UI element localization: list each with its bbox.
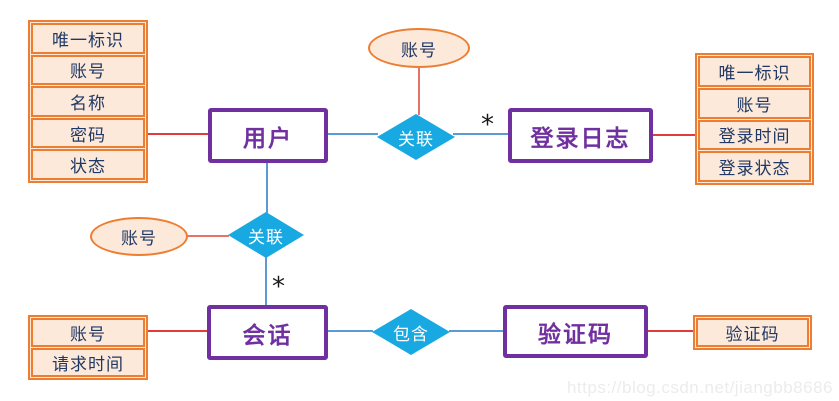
login-log-entity: 登录日志 bbox=[508, 108, 653, 163]
attribute-row: 唯一标识 bbox=[698, 56, 811, 87]
attribute-row: 账号 bbox=[698, 87, 811, 119]
relation-diamond-user-loginlog: 关联 bbox=[377, 114, 455, 160]
connector-relation3-captcha bbox=[449, 330, 504, 332]
user-entity: 用户 bbox=[208, 108, 328, 163]
attribute-row: 状态 bbox=[31, 149, 145, 180]
attribute-row: 唯一标识 bbox=[31, 23, 145, 54]
login-log-attribute-table: 唯一标识 账号 登录时间 登录状态 bbox=[695, 53, 814, 185]
account-ellipse-top: 账号 bbox=[368, 28, 470, 68]
connector-ellipse2-relation2 bbox=[186, 235, 229, 237]
connector-ellipse1-relation1 bbox=[418, 66, 420, 115]
attribute-row: 密码 bbox=[31, 117, 145, 149]
relation-diamond-session-captcha: 包含 bbox=[372, 309, 450, 355]
connector-sessionattrs-session bbox=[146, 330, 208, 332]
connector-relation1-loginlog bbox=[453, 133, 509, 135]
attribute-row: 名称 bbox=[31, 86, 145, 117]
session-entity: 会话 bbox=[207, 305, 328, 360]
connector-relation2-session bbox=[265, 257, 267, 306]
captcha-entity: 验证码 bbox=[503, 305, 648, 358]
connector-captcha-attr bbox=[646, 330, 694, 332]
connector-user-relation2 bbox=[266, 161, 268, 213]
user-attribute-table: 唯一标识 账号 名称 密码 状态 bbox=[28, 20, 148, 183]
attribute-row: 请求时间 bbox=[31, 348, 145, 377]
connector-user-relation1 bbox=[326, 133, 378, 135]
connector-userattrs-user bbox=[146, 133, 208, 135]
connector-session-relation3 bbox=[326, 330, 373, 332]
watermark-text: https://blog.csdn.net/jiangbb8686 bbox=[566, 378, 833, 397]
relation-diamond-user-session: 关联 bbox=[228, 212, 304, 258]
attribute-row: 验证码 bbox=[696, 318, 809, 347]
account-ellipse-mid: 账号 bbox=[90, 217, 188, 256]
cardinality-many-session: * bbox=[272, 272, 285, 302]
session-attribute-table: 账号 请求时间 bbox=[28, 315, 148, 380]
cardinality-many-loginlog: * bbox=[481, 110, 494, 140]
captcha-attribute-table: 验证码 bbox=[693, 315, 812, 350]
attribute-row: 账号 bbox=[31, 54, 145, 86]
attribute-row: 账号 bbox=[31, 318, 145, 347]
attribute-row: 登录状态 bbox=[698, 151, 811, 182]
connector-loginlog-attrs bbox=[651, 134, 696, 136]
attribute-row: 登录时间 bbox=[698, 119, 811, 151]
